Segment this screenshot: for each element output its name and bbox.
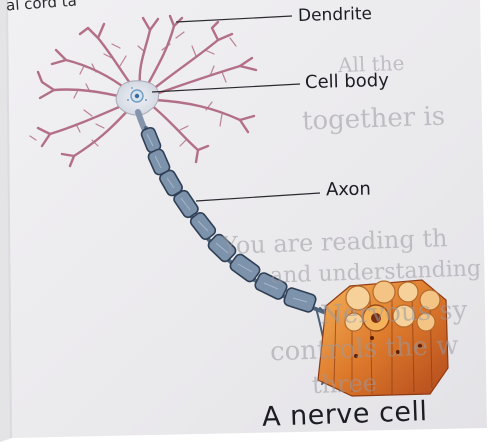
dendrite-label: Dendrite (298, 6, 372, 25)
bleed-through-text-5: Nervous sy (320, 297, 468, 328)
bleed-through-text-6: controls the w (270, 333, 459, 366)
figure-caption: A nerve cell (262, 398, 428, 431)
bleed-through-text-3: You are reading th (222, 226, 448, 258)
cell-body-label: Cell body (305, 72, 389, 92)
bleed-through-text-2: together is (302, 104, 446, 135)
bleed-through-text-7: three (312, 371, 378, 397)
axon-label: Axon (326, 181, 371, 200)
